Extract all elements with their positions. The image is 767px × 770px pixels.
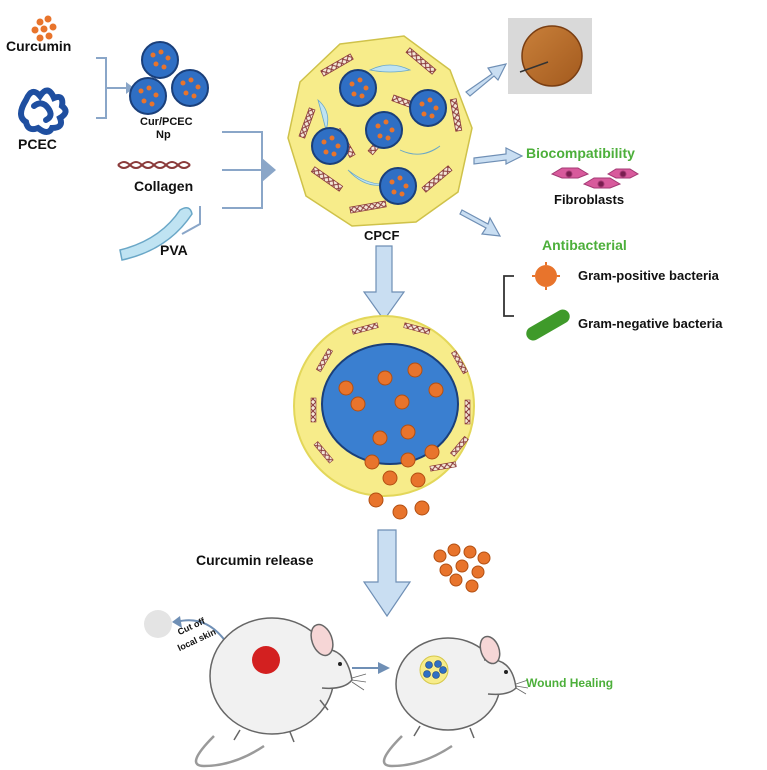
label-biocompatibility: Biocompatibility	[526, 145, 635, 161]
gram-negative-bacteria-icon	[526, 309, 570, 341]
label-curcumin: Curcumin	[6, 38, 72, 54]
label-np-line2: Np	[156, 129, 171, 141]
cpcf-film	[287, 35, 473, 227]
cpcf-cross-section	[293, 315, 475, 520]
label-collagen: Collagen	[134, 178, 194, 194]
curcumin-molecules-icon	[31, 15, 57, 42]
label-wound-healing: Wound Healing	[526, 676, 614, 690]
gram-positive-bacteria-icon	[532, 262, 560, 290]
label-cpcf: CPCF	[364, 228, 400, 243]
fibroblast-cells-icon	[550, 167, 640, 189]
down-arrow-2	[362, 529, 412, 618]
label-np-line1: Cur/PCEC	[140, 116, 193, 128]
label-pcec: PCEC	[18, 136, 57, 152]
mouse-healed-icon	[382, 635, 529, 768]
nanoparticle-icon	[129, 41, 209, 115]
mouse-wounded-icon	[194, 617, 367, 768]
label-gram-positive: Gram-positive bacteria	[578, 268, 719, 283]
down-arrow-1	[362, 245, 406, 322]
label-gram-negative: Gram-negative bacteria	[578, 316, 723, 331]
pva-strand-icon	[119, 207, 193, 261]
label-curcumin-release: Curcumin release	[196, 552, 314, 568]
label-antibacterial: Antibacterial	[542, 237, 627, 253]
released-curcumin-icon	[433, 543, 491, 593]
collagen-fiber-icon	[117, 161, 191, 169]
pcec-polymer-icon	[18, 87, 69, 135]
label-pva: PVA	[160, 242, 188, 258]
film-photo-icon	[508, 18, 592, 94]
label-fibroblasts: Fibroblasts	[554, 192, 625, 207]
